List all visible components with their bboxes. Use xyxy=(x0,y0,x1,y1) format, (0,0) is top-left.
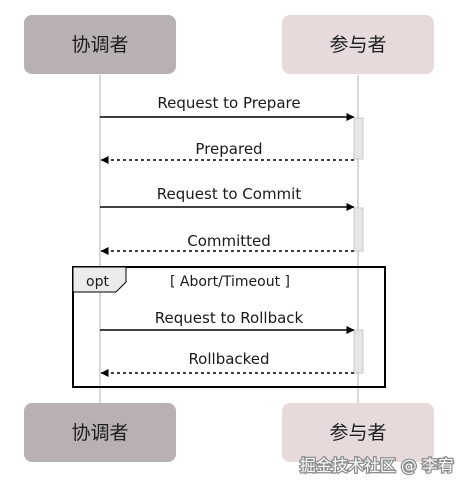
message-label: Request to Rollback xyxy=(155,309,304,327)
message-committed: Committed xyxy=(100,232,354,255)
coordinator-box-top xyxy=(24,15,176,74)
message-label: Request to Commit xyxy=(157,185,302,203)
message-request-to-prepare: Request to Prepare xyxy=(100,94,355,121)
activation-bar xyxy=(353,117,364,160)
message-label: Prepared xyxy=(195,140,262,158)
coordinator-label-bottom: 协调者 xyxy=(71,422,128,444)
watermark: 掘金技术社区 @ 李宥 xyxy=(300,456,454,475)
opt-fragment-frame xyxy=(72,266,386,388)
participant-box-top xyxy=(282,15,434,74)
opt-fragment-tag-label: opt xyxy=(86,274,109,290)
coordinator-box-bottom xyxy=(24,403,176,462)
message-request-to-commit: Request to Commit xyxy=(100,185,355,211)
participant-label-top: 参与者 xyxy=(329,34,386,56)
participant-box-bottom xyxy=(282,403,434,462)
message-prepared: Prepared xyxy=(100,140,354,164)
activation-bar xyxy=(353,207,364,252)
message-rollbacked: Rollbacked xyxy=(100,350,354,377)
message-label: Committed xyxy=(187,232,271,250)
message-label: Request to Prepare xyxy=(157,94,300,112)
message-label: Rollbacked xyxy=(188,350,269,368)
activation-bar xyxy=(353,329,364,374)
participant-label-bottom: 参与者 xyxy=(329,422,386,444)
coordinator-label-top: 协调者 xyxy=(71,34,128,56)
opt-fragment-condition: [ Abort/Timeout ] xyxy=(170,274,290,290)
message-request-to-rollback: Request to Rollback xyxy=(100,309,355,334)
opt-fragment-tag xyxy=(72,266,127,293)
